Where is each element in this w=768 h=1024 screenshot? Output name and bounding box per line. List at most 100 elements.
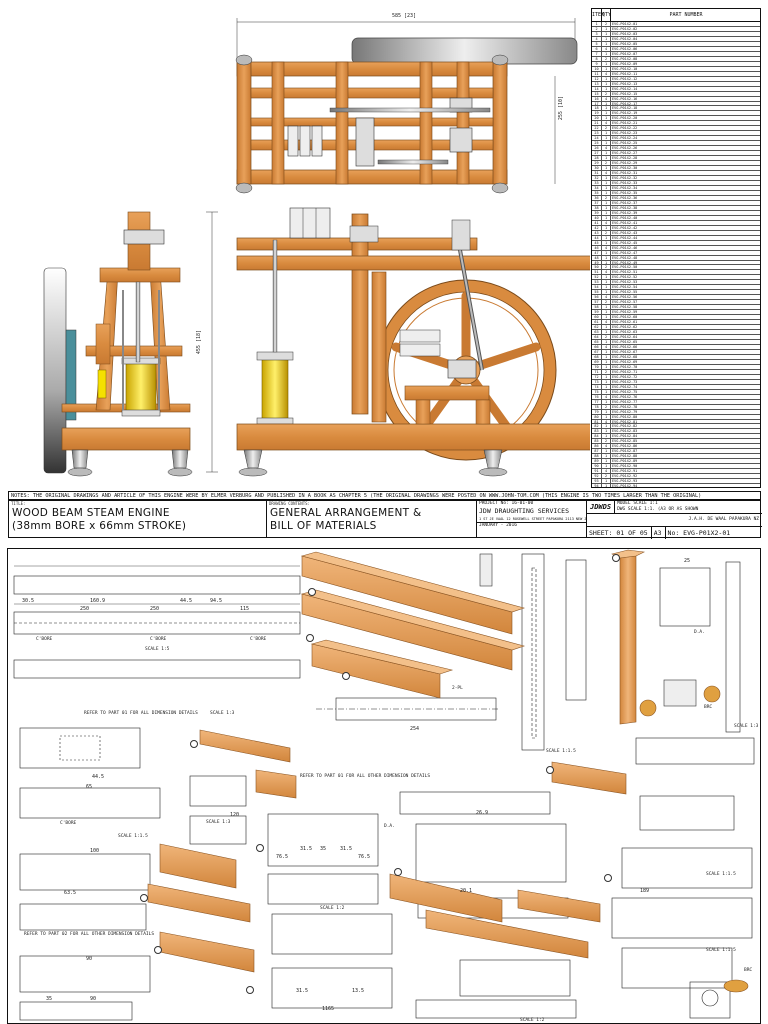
- scale-label-9: SCALE 1:1.5: [706, 948, 736, 953]
- bom-part-number: EVG-P01X2-82: [612, 424, 638, 429]
- bom-item-number: 19: [592, 111, 602, 116]
- bom-qty: 1: [602, 101, 611, 106]
- bom-part-number: EVG-P01X2-73: [612, 379, 638, 384]
- bom-part-number: EVG-P01X2-81: [612, 419, 638, 424]
- drawing-title-line1: WOOD BEAM STEAM ENGINE: [12, 507, 170, 519]
- bom-item-number: 76: [592, 394, 602, 399]
- bom-qty: 1: [602, 156, 611, 161]
- refer-part01-note-a: REFER TO PART 01 FOR ALL DIMENSION DETAI…: [84, 711, 198, 716]
- bom-part-number: EVG-P01X2-23: [612, 131, 638, 136]
- dim-5: 115: [240, 606, 250, 612]
- bom-part-number: EVG-P01X2-07: [612, 51, 638, 56]
- bom-qty: 1: [602, 255, 611, 260]
- bom-qty: 4: [602, 320, 611, 325]
- dim-9: 44.5: [92, 774, 105, 780]
- part-balloon: [190, 740, 198, 748]
- bom-qty: 1: [602, 31, 611, 36]
- title-label: TITLE:: [11, 501, 26, 506]
- dim-19: 35: [320, 846, 327, 852]
- bom-item-number: 87: [592, 449, 602, 454]
- bom-qty: 1: [602, 325, 611, 330]
- bom-header-qty: QTY: [602, 9, 611, 21]
- bom-qty: 1: [602, 290, 611, 295]
- bom-part-number: EVG-P01X2-16: [612, 96, 638, 101]
- sheet-row: SHEET: 01 OF 05 A3 No: EVG-P01X2-01: [587, 527, 762, 539]
- model-scale: MODEL SCALE 1:1: [617, 501, 658, 506]
- scale-cell: JDWDS MODEL SCALE 1:1 DWG SCALE 1:1. (A3…: [587, 501, 762, 539]
- bom-part-number: EVG-P01X2-57: [612, 300, 638, 305]
- bom-part-number: EVG-P01X2-53: [612, 280, 638, 285]
- bom-item-number: 60: [592, 315, 602, 320]
- bom-part-number: EVG-P01X2-40: [612, 215, 638, 220]
- bom-qty: 1: [602, 235, 611, 240]
- bom-qty: 1: [602, 215, 611, 220]
- bom-part-number: EVG-P01X2-50: [612, 265, 638, 270]
- bom-qty: 1: [602, 61, 611, 66]
- bom-qty: 1: [602, 136, 611, 141]
- bom-item-number: 75: [592, 389, 602, 394]
- scale-label-4: SCALE 1:3: [206, 820, 231, 825]
- bom-item-number: 9: [592, 61, 602, 66]
- bom-item-number: 34: [592, 185, 602, 190]
- bom-item-number: 38: [592, 205, 602, 210]
- bom-item-number: 23: [592, 131, 602, 136]
- bom-part-number: EVG-P01X2-66: [612, 344, 638, 349]
- bom-item-number: 37: [592, 200, 602, 205]
- project-number: PROJECT No: 16-01-00: [479, 501, 534, 506]
- bom-item-number: 49: [592, 260, 602, 265]
- bom-part-number: EVG-P01X2-38: [612, 205, 638, 210]
- dim-27: 13.5: [352, 988, 365, 994]
- bom-part-number: EVG-P01X2-20: [612, 116, 638, 121]
- bom-item-number: 29: [592, 161, 602, 166]
- cbore-label-c: C'BORE: [250, 637, 267, 642]
- bom-part-number: EVG-P01X2-36: [612, 195, 638, 200]
- bom-part-number: EVG-P01X2-80: [612, 414, 638, 419]
- bom-header: ITEM QTY PART NUMBER: [592, 9, 760, 22]
- bom-part-number: EVG-P01X2-48: [612, 255, 638, 260]
- bom-item-number: 74: [592, 384, 602, 389]
- bom-item-number: 77: [592, 399, 602, 404]
- bom-qty: 1: [602, 116, 611, 121]
- front-view: [236, 207, 590, 477]
- bom-qty: 1: [602, 205, 611, 210]
- bom-part-number: EVG-P01X2-13: [612, 81, 638, 86]
- bom-item-number: 32: [592, 176, 602, 180]
- bom-item-number: 44: [592, 235, 602, 240]
- bom-qty: 1: [602, 151, 611, 156]
- bom-qty: 4: [602, 344, 611, 349]
- bom-qty: 1: [602, 364, 611, 369]
- bom-part-number: EVG-P01X2-45: [612, 240, 638, 245]
- bom-part-number: EVG-P01X2-26: [612, 146, 638, 151]
- bom-qty: 1: [602, 354, 611, 359]
- bom-item-number: 20: [592, 116, 602, 121]
- bom-part-number: EVG-P01X2-70: [612, 364, 638, 369]
- dim-25: 35: [46, 996, 53, 1002]
- bom-item-number: 12: [592, 76, 602, 81]
- bom-qty: 4: [602, 419, 611, 424]
- bom-item-number: 71: [592, 369, 602, 374]
- bom-item-number: 70: [592, 364, 602, 369]
- bom-part-number: EVG-P01X2-10: [612, 66, 638, 71]
- bom-item-number: 78: [592, 404, 602, 409]
- bom-part-number: EVG-P01X2-56: [612, 295, 638, 300]
